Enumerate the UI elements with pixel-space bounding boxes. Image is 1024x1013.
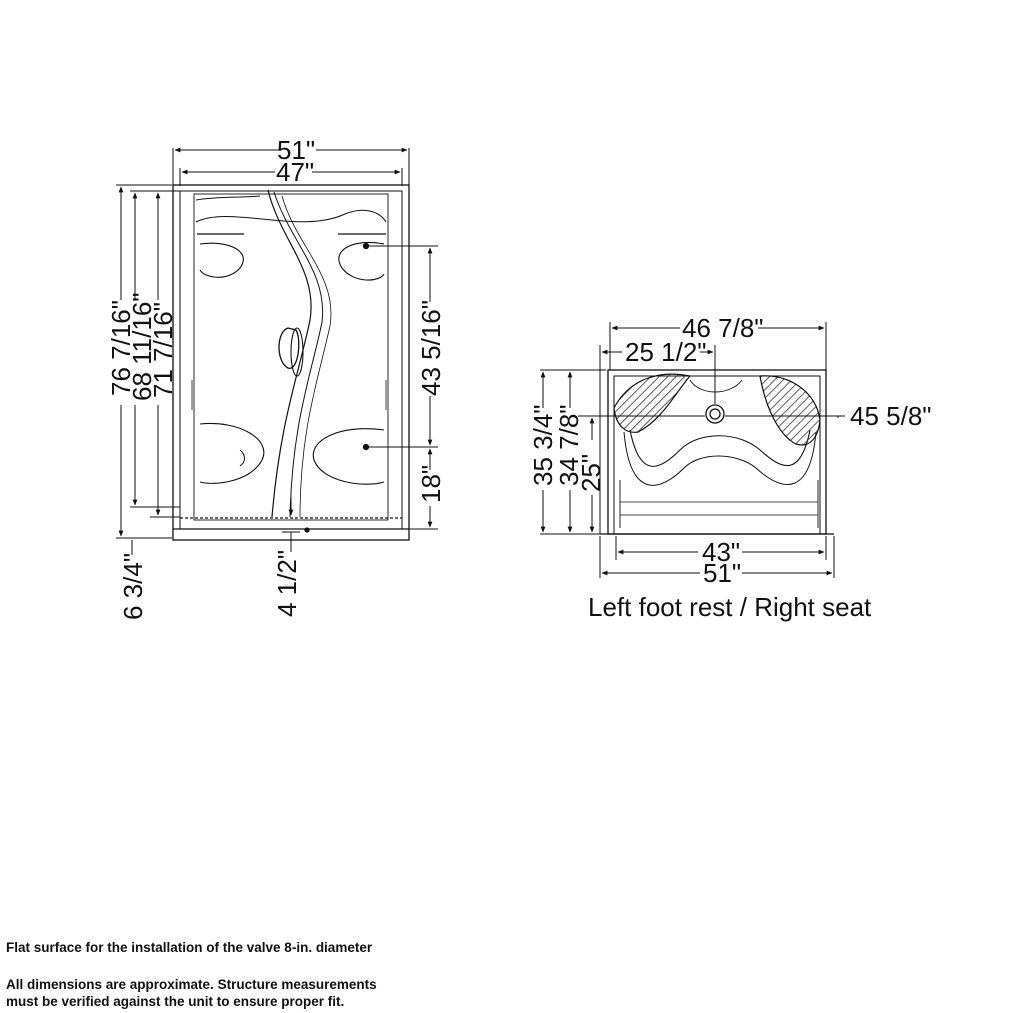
disclaimer-line-1: All dimensions are approximate. Structur… <box>6 977 377 992</box>
top-drain-offset-label: 25 1/2" <box>625 337 707 367</box>
top-width-outer-label: 51" <box>703 558 741 588</box>
upper-left-recess <box>199 242 244 278</box>
center-curve <box>267 189 312 518</box>
front-width-inner-label: 47" <box>276 157 314 187</box>
top-depth-b-label: 34 7/8" <box>554 404 584 486</box>
front-height-b-label: 71 7/16" <box>148 302 178 398</box>
top-depth-c-label: 25" <box>576 454 606 492</box>
lower-left-recess <box>199 422 265 484</box>
front-base-center-label: 4 1/2" <box>272 550 302 617</box>
front-view <box>172 184 410 541</box>
top-view-caption: Left foot rest / Right seat <box>588 592 872 622</box>
front-height-a-label: 68 11/16" <box>127 292 157 401</box>
left-foot-rest <box>613 373 692 433</box>
top-depth-a-label: 35 3/4" <box>528 404 558 486</box>
top-width-top-label: 46 7/8" <box>682 313 764 343</box>
front-height-total-label: 76 7/16" <box>106 300 136 396</box>
front-lower-height-label: 18" <box>416 465 446 503</box>
front-width-outer-label: 51" <box>277 135 315 165</box>
right-seat <box>759 375 821 446</box>
front-dimensions <box>116 147 438 555</box>
lower-right-recess <box>312 428 385 485</box>
top-width-inner-label: 43" <box>702 537 740 567</box>
valve-handle <box>278 327 300 369</box>
drain <box>705 404 725 424</box>
disclaimer-line-2: must be verified against the unit to ens… <box>6 994 345 1009</box>
upper-right-recess <box>338 241 385 281</box>
top-depth-valve-label: 45 5/8" <box>850 401 932 431</box>
top-dimensions <box>540 322 845 578</box>
valve-note: Flat surface for the installation of the… <box>6 940 373 955</box>
seat-recess <box>629 429 811 467</box>
top-view <box>600 369 834 535</box>
front-base-left-label: 6 3/4" <box>118 553 148 620</box>
front-valve-height-label: 43 5/16" <box>416 300 446 396</box>
